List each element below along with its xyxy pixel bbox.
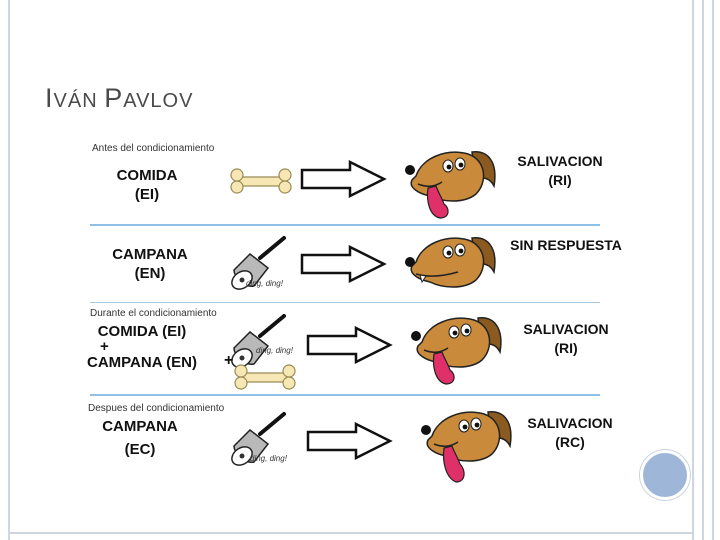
dog-icon <box>418 406 518 486</box>
dog-icon <box>402 146 502 222</box>
stimulus-label-food-and-bell: COMIDA (EI) + CAMPANA (EN) <box>86 322 198 372</box>
response-label-conditioned-salivation: SALIVACION (RC) <box>520 414 620 452</box>
stimulus-label-bell: CAMPANA (EN) <box>110 245 190 283</box>
section-label-before: Antes del condicionamiento <box>92 143 214 154</box>
row-separator-2 <box>90 302 600 303</box>
bone-icon <box>228 166 294 196</box>
bell-sound-text: ding, ding! <box>250 454 287 463</box>
row-separator-3 <box>90 394 600 396</box>
dog-icon <box>402 232 502 300</box>
response-label-no-response: SIN RESPUESTA <box>506 236 626 255</box>
bell-sound-text: ding, ding! <box>246 279 283 288</box>
arrow-icon <box>300 245 388 283</box>
arrow-icon <box>306 326 394 364</box>
row-separator-1 <box>90 224 600 226</box>
response-label-salivation-2: SALIVACION (RI) <box>516 320 616 358</box>
stimulus-label-food: COMIDA (EI) <box>112 166 182 204</box>
arrow-icon <box>300 160 388 198</box>
section-label-during: Durante el condicionamiento <box>90 308 217 319</box>
bell-sound-text: ding, ding! <box>256 346 293 355</box>
bone-icon <box>232 362 298 392</box>
stimulus-label-conditioned-bell: CAMPANA (EC) <box>100 417 180 459</box>
dog-icon <box>408 312 508 388</box>
response-label-salivation-1: SALIVACION (RI) <box>510 152 610 190</box>
arrow-icon <box>306 422 394 460</box>
section-label-after: Despues del condicionamiento <box>88 403 224 414</box>
